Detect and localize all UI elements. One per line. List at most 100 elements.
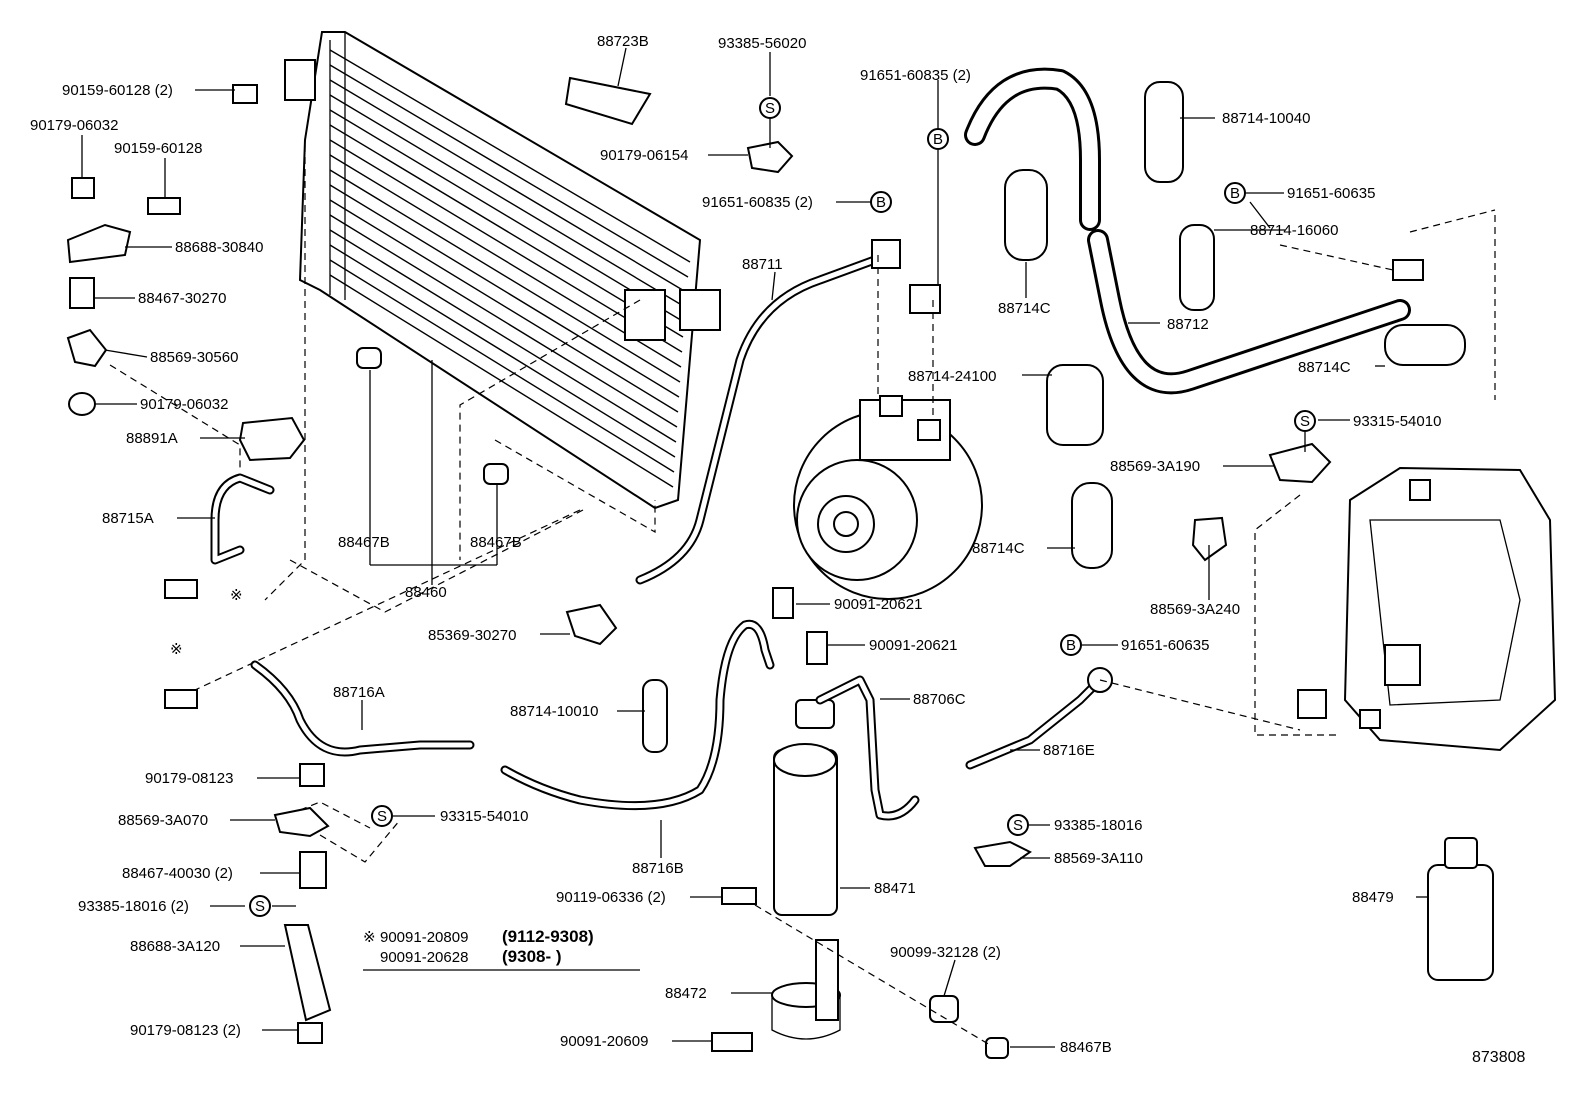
sleeve-88714-10040 bbox=[1144, 81, 1184, 183]
fitting-b-suction bbox=[909, 284, 941, 314]
clamp-88569-3A190 bbox=[1268, 442, 1332, 484]
note-row1-range: (9112-9308) bbox=[502, 927, 594, 946]
sleeve-88714C-b bbox=[1384, 324, 1466, 366]
callout-90091-20621-b: 90091-20621 bbox=[869, 637, 957, 654]
callout-93385-18016-2: 93385-18016 (2) bbox=[78, 898, 189, 915]
note-mark: ※ bbox=[363, 929, 376, 946]
callout-90179-06032-a: 90179-06032 bbox=[30, 117, 118, 134]
svg-text:S: S bbox=[765, 100, 775, 117]
callout-88714C-b: 88714C bbox=[1298, 359, 1351, 376]
svg-text:S: S bbox=[1013, 817, 1023, 834]
callout-90179-08123-2: 90179-08123 (2) bbox=[130, 1022, 241, 1039]
block-90179-06154 bbox=[746, 140, 794, 174]
sleeve-88714-10010 bbox=[642, 679, 668, 753]
clamp-88569-30560 bbox=[66, 328, 108, 368]
callout-88714-16060: 88714-16060 bbox=[1250, 222, 1338, 239]
callout-88688-30840: 88688-30840 bbox=[175, 239, 263, 256]
bolt-ref-b bbox=[164, 689, 198, 709]
nut-90179-06032-a bbox=[71, 177, 95, 199]
bolt-90119-06336 bbox=[721, 887, 757, 905]
callout-90179-06032-b: 90179-06032 bbox=[140, 396, 228, 413]
callout-90159-60128: 90159-60128 bbox=[114, 140, 202, 157]
ref-mark-a: ※ bbox=[230, 587, 243, 604]
svg-text:S: S bbox=[255, 898, 265, 915]
bolt-90091-20621-a bbox=[772, 587, 794, 619]
callout-91651-60635-b: 91651-60635 bbox=[1121, 637, 1209, 654]
callout-91651-60835-2-b: 91651-60835 (2) bbox=[702, 194, 813, 211]
switch-88467-30270 bbox=[69, 277, 95, 309]
switch-88467-40030 bbox=[299, 851, 327, 889]
label-pad-88723B bbox=[564, 76, 652, 126]
callout-88467B-a: 88467B bbox=[338, 534, 390, 551]
bolt-90159-60128 bbox=[147, 197, 181, 215]
clamp-85369-30270 bbox=[565, 603, 618, 646]
callout-88472: 88472 bbox=[665, 985, 707, 1002]
callout-93385-56020: 93385-56020 bbox=[718, 35, 806, 52]
receiver-88471 bbox=[773, 699, 838, 916]
callout-90179-08123: 90179-08123 bbox=[145, 770, 233, 787]
callout-88479: 88479 bbox=[1352, 889, 1394, 906]
fitting-b-evaporator bbox=[1392, 259, 1424, 281]
diagram-id: 873808 bbox=[1472, 1049, 1525, 1066]
callout-90091-20621-a: 90091-20621 bbox=[834, 596, 922, 613]
bolt-90159-60128-2 bbox=[232, 84, 258, 104]
sleeve-88714-24100 bbox=[1046, 364, 1104, 446]
callout-88467-30270: 88467-30270 bbox=[138, 290, 226, 307]
callout-88569-3A070: 88569-3A070 bbox=[118, 812, 208, 829]
callout-88460: 88460 bbox=[405, 584, 447, 601]
callout-88712: 88712 bbox=[1167, 316, 1209, 333]
svg-text:B: B bbox=[876, 194, 886, 211]
callout-88467-40030-2: 88467-40030 (2) bbox=[122, 865, 233, 882]
callout-88716B: 88716B bbox=[632, 860, 684, 877]
bolt-90091-20609 bbox=[711, 1032, 753, 1052]
symbol-s-93385-18016: S bbox=[1007, 814, 1029, 836]
bolt-90091-20621-b bbox=[806, 631, 828, 665]
ref-mark-b: ※ bbox=[170, 641, 183, 658]
callout-85369-30270: 85369-30270 bbox=[428, 627, 516, 644]
svg-text:S: S bbox=[1300, 413, 1310, 430]
svg-text:B: B bbox=[1066, 637, 1076, 654]
callout-88706C: 88706C bbox=[913, 691, 966, 708]
evaporator-unit bbox=[1297, 466, 1557, 752]
bracket-88688-3A120 bbox=[283, 924, 332, 1022]
bracket-88472 bbox=[771, 939, 841, 1040]
callout-88891A: 88891A bbox=[126, 430, 178, 447]
callout-88569-3A240: 88569-3A240 bbox=[1150, 601, 1240, 618]
callout-88716A: 88716A bbox=[333, 684, 385, 701]
clamp-88569-3A070 bbox=[273, 806, 330, 838]
symbol-s-93315-54010-a: S bbox=[1294, 410, 1316, 432]
nut-90179-08123-2 bbox=[297, 1022, 323, 1044]
note-table: ※ 90091-20809 (9112-9308) 90091-20628 (9… bbox=[363, 927, 594, 966]
callout-90179-06154: 90179-06154 bbox=[600, 147, 688, 164]
callout-88723B: 88723B bbox=[597, 33, 649, 50]
symbol-b-91651-60835-a: B bbox=[927, 128, 949, 150]
callout-88467B-c: 88467B bbox=[1060, 1039, 1112, 1056]
nut-90179-06032-b bbox=[68, 392, 96, 416]
callout-88569-3A110: 88569-3A110 bbox=[1054, 850, 1143, 867]
symbol-b-91651-60835-b: B bbox=[870, 191, 892, 213]
bottle-88479 bbox=[1427, 837, 1494, 981]
callout-90159-60128-2: 90159-60128 (2) bbox=[62, 82, 173, 99]
phantom-lines bbox=[109, 145, 1496, 1046]
callout-88714-10010: 88714-10010 bbox=[510, 703, 598, 720]
bolt-ref-a bbox=[164, 579, 198, 599]
clamp-88569-3A240 bbox=[1191, 516, 1228, 562]
sleeve-88714-16060 bbox=[1179, 224, 1215, 311]
note-row2-part: 90091-20628 bbox=[380, 949, 468, 966]
callout-91651-60635-a: 91651-60635 bbox=[1287, 185, 1375, 202]
cushion-88467B-c bbox=[985, 1037, 1009, 1059]
cushion-88467B-b bbox=[483, 463, 509, 485]
symbol-b-91651-60635-b: B bbox=[1060, 634, 1082, 656]
leader-lines bbox=[81, 47, 1428, 1048]
callout-88714-24100: 88714-24100 bbox=[908, 368, 996, 385]
callout-88714-10040: 88714-10040 bbox=[1222, 110, 1310, 127]
note-row1-part: 90091-20809 bbox=[380, 929, 468, 946]
svg-text:S: S bbox=[377, 808, 387, 825]
callout-88471: 88471 bbox=[874, 880, 916, 897]
clamp-88569-3A110 bbox=[973, 840, 1032, 867]
callout-91651-60835-2-a: 91651-60835 (2) bbox=[860, 67, 971, 84]
callout-88714C-c: 88714C bbox=[972, 540, 1025, 557]
callout-88467B-b: 88467B bbox=[470, 534, 522, 551]
callout-88569-3A190: 88569-3A190 bbox=[1110, 458, 1200, 475]
